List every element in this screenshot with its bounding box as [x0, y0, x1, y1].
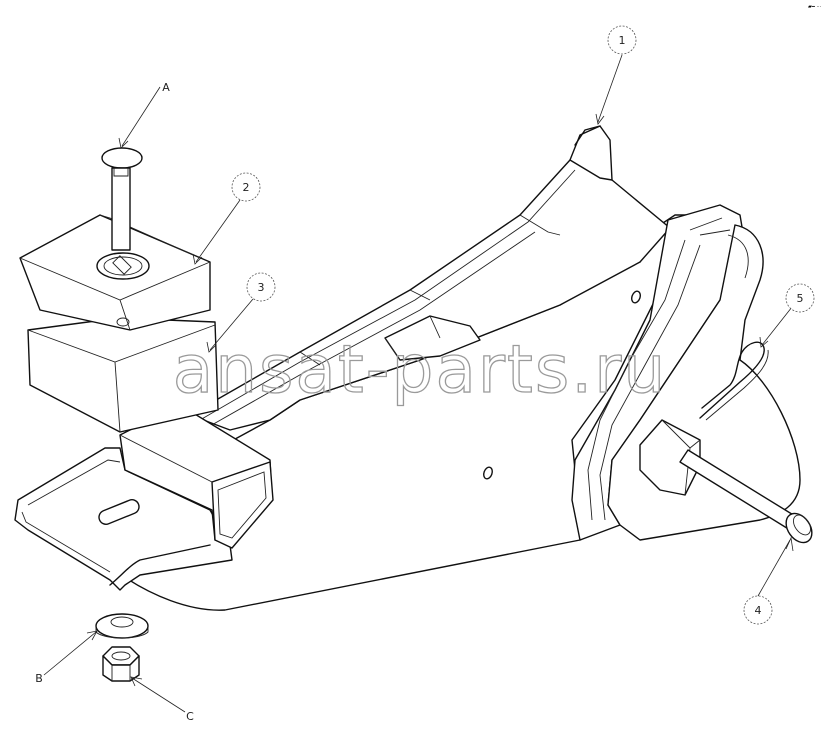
clamp-part-2: [19, 214, 211, 331]
callout-5: 5: [785, 283, 815, 313]
foot-plate: [14, 447, 233, 591]
callout-5-label: 5: [797, 292, 804, 305]
clip-part-5: [699, 341, 769, 421]
block-part-3: [27, 317, 219, 433]
label-a: A: [162, 81, 170, 94]
corner-mark: ▰━ ···: [808, 4, 822, 10]
callout-2-label: 2: [243, 181, 250, 194]
callout-4-label: 4: [755, 604, 762, 617]
pin-part-4: [639, 419, 813, 544]
callout-1: 1: [607, 25, 637, 55]
label-c: C: [186, 710, 194, 723]
callout-3-label: 3: [258, 281, 265, 294]
callout-1-label: 1: [619, 34, 626, 47]
watermark-text: ansat-parts.ru: [173, 331, 667, 408]
nut-part-c: [102, 646, 140, 682]
leader-lines: [43, 54, 794, 713]
square-tube: [119, 404, 274, 549]
callout-2: 2: [231, 172, 261, 202]
bolt-part-a: [101, 147, 143, 251]
washer-part-b: [95, 613, 149, 639]
label-b: B: [35, 672, 43, 685]
callout-4: 4: [743, 595, 773, 625]
callout-3: 3: [246, 272, 276, 302]
